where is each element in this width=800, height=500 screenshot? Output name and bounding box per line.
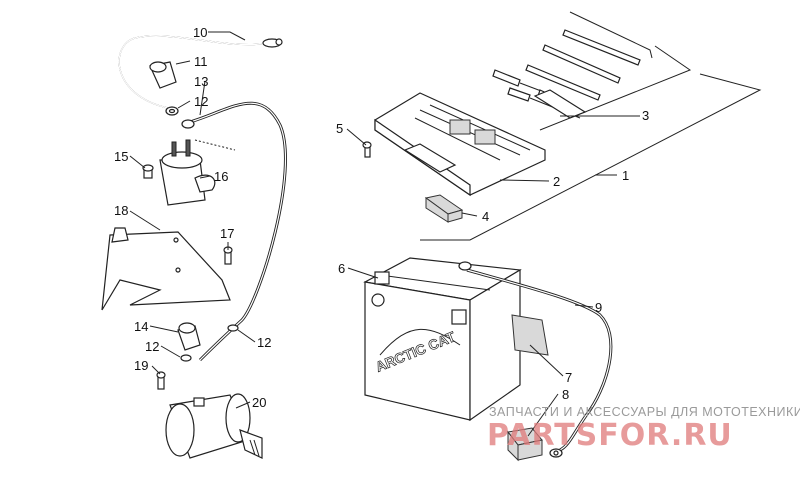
callout-10: 10 [193,25,207,40]
callout-11: 11 [194,54,208,69]
solenoid-16 [159,139,216,206]
terminal-boot-11 [149,61,177,89]
callout-19: 19 [134,358,148,373]
callout-2: 2 [553,174,560,189]
callout-9: 9 [595,300,602,315]
bracket-18 [101,227,231,311]
callout-7: 7 [565,370,572,385]
callout-3: 3 [642,108,649,123]
screw-15 [142,164,154,179]
pad-7 [511,314,549,356]
screw-19 [156,371,166,390]
battery-cable-9 [458,261,613,458]
tool-tray-2 [374,92,546,197]
callout-15: 15 [114,149,128,164]
battery-6: ARCTIC CAT [363,257,522,422]
tools-3 [492,11,653,119]
pad-8 [507,427,543,462]
callout-12-right: 12 [257,335,271,350]
callout-16: 16 [214,169,228,184]
nut-12-upper [165,106,179,116]
foam-pad-4 [424,194,464,223]
watermark-tagline: ЗАПЧАСТИ И АКСЕССУАРЫ ДЛЯ МОТОТЕХНИКИ [489,405,800,419]
callout-8: 8 [562,387,569,402]
starter-motor-20 [165,393,263,459]
callout-12-lower: 12 [145,339,159,354]
callout-20: 20 [252,395,266,410]
callout-17: 17 [220,226,234,241]
callout-4: 4 [482,209,489,224]
callout-6: 6 [338,261,345,276]
cable-13 [181,101,287,362]
callout-14: 14 [134,319,148,334]
positive-cable-10 [118,35,283,109]
nut-12-right [227,324,239,332]
screw-5 [362,141,372,158]
nut-12-lower [180,354,192,362]
leader-lines [129,31,762,437]
callout-13: 13 [194,74,208,89]
callout-5: 5 [336,121,343,136]
terminal-boot-14 [177,322,201,351]
watermark-logo: PARTSFOR.RU [487,418,733,453]
callout-12-upper: 12 [194,94,208,109]
callout-1: 1 [622,168,629,183]
callout-18: 18 [114,203,128,218]
